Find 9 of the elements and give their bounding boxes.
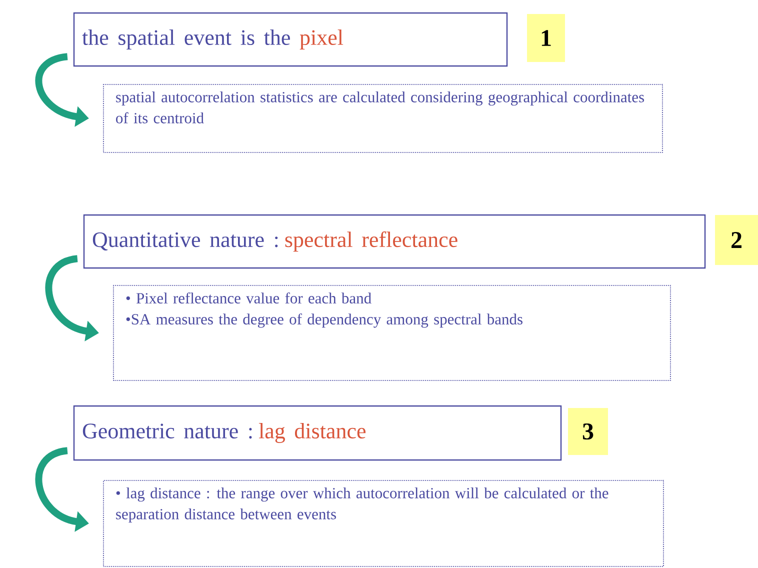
heading-box: Geometric nature : lag distance	[73, 405, 562, 461]
note-box: • lag distance : the range over which autocorrelation will be calculated or the separation distance between events	[103, 480, 664, 567]
number-badge: 2	[715, 215, 758, 265]
note-box: spatial autocorrelation statistics are calculated considering geographical coordinates of its centroid	[103, 84, 663, 153]
number-badge: 3	[568, 408, 608, 455]
heading-box: Quantitative nature : spectral reflectance	[83, 214, 706, 269]
number-badge: 1	[527, 14, 565, 62]
note-box: • Pixel reflectance value for each band •SA measures the degree of dependency among spectral bands	[113, 285, 671, 381]
heading-box: the spatial event is the pixel	[73, 12, 508, 67]
